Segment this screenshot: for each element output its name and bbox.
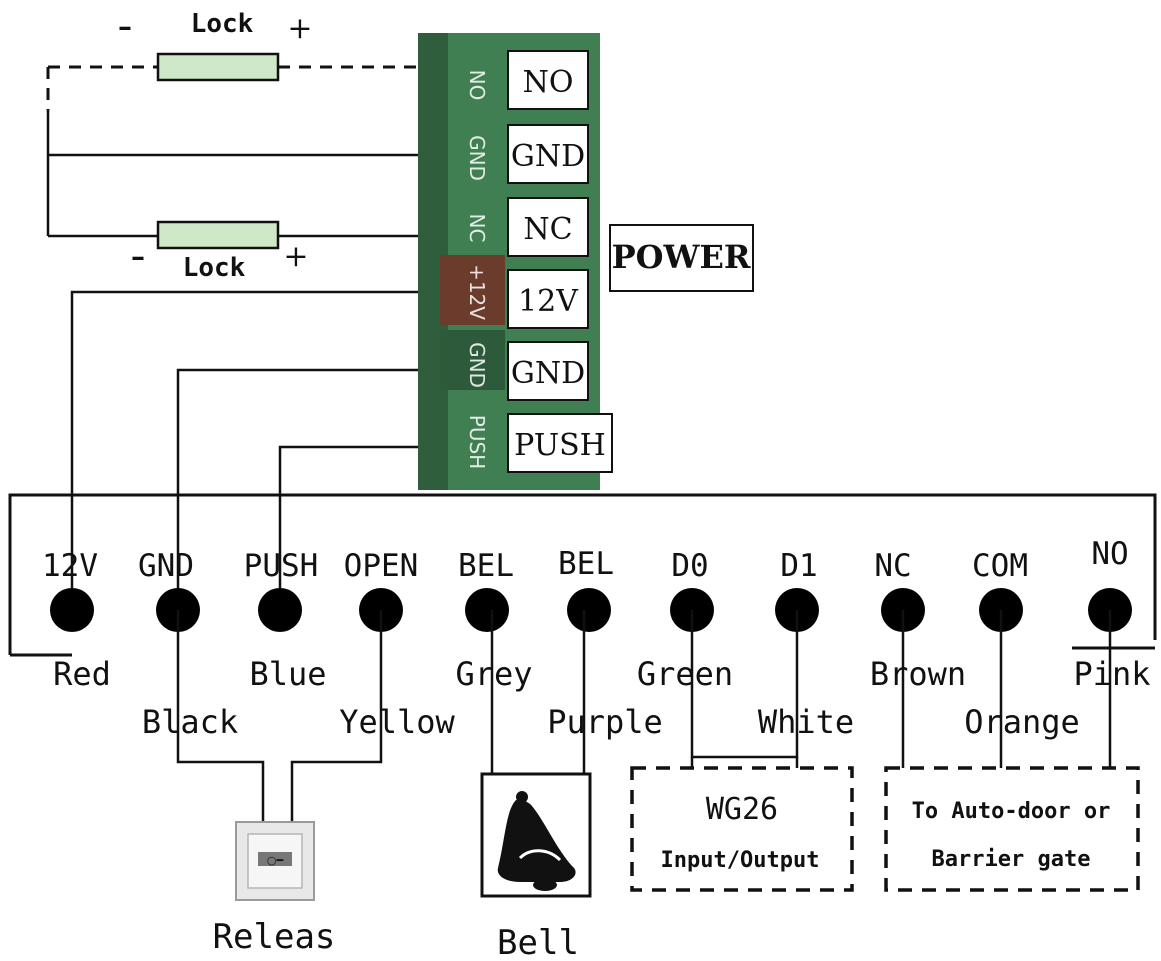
terminal-label-no: NO (507, 50, 589, 110)
silk-no: NO (465, 70, 489, 101)
wire-label-red: Red (53, 655, 111, 693)
lock-top-body (156, 52, 280, 82)
pin-push (258, 588, 302, 632)
lock-bottom: Lock – + (131, 220, 309, 283)
pin-label-push: PUSH (244, 548, 319, 584)
auto-door-box: To Auto-door or Barrier gate (884, 766, 1140, 892)
terminal-label-nc: NC (507, 197, 589, 257)
silk-nc: NC (465, 214, 489, 243)
lock-top-minus: – (118, 10, 132, 43)
pin-label-bel2: BEL (558, 546, 614, 582)
wg26-subtitle: Input/Output (661, 848, 820, 873)
pin-label-com: COM (972, 548, 1028, 584)
svg-text:GND: GND (511, 139, 585, 174)
wire-label-pink: Pink (1073, 655, 1150, 693)
lock-bottom-label: Lock (183, 253, 246, 283)
pin-label-bel1: BEL (458, 548, 514, 584)
wire-label-brown: Brown (870, 655, 966, 693)
silk-gnd2: GND (465, 342, 489, 388)
wire-color-labels: Red Black Blue Yellow Grey Purple Green … (53, 655, 1150, 741)
pin-bel1 (465, 588, 509, 632)
svg-text:GND: GND (511, 356, 585, 391)
lock-top-plus: + (287, 11, 312, 46)
wire-label-orange: Orange (964, 703, 1080, 741)
svg-text:NO: NO (523, 65, 574, 100)
wire-label-green: Green (637, 655, 733, 693)
terminal-label-gnd: GND (507, 124, 589, 184)
pin-label-d0: D0 (671, 548, 708, 584)
pin-label-12v: 12V (42, 548, 98, 584)
pin-label-no: NO (1091, 536, 1128, 572)
silk-12v: +12V (465, 264, 489, 320)
pin-label-open: OPEN (344, 548, 419, 584)
pin-bel2 (567, 588, 611, 632)
auto-door-line2: Barrier gate (932, 847, 1091, 872)
wg26-title: WG26 (706, 792, 778, 827)
wire-label-blue: Blue (249, 655, 326, 693)
lock-top: Lock – + (118, 9, 313, 82)
lock-bottom-plus: + (283, 239, 308, 274)
lock-top-label: Lock (191, 9, 254, 39)
terminal-label-12v: 12V (507, 269, 589, 329)
output-wires (176, 610, 1112, 822)
pin-12v (50, 588, 94, 632)
terminal-label-push: PUSH (507, 413, 613, 473)
pin-label-gnd: GND (138, 548, 194, 584)
wire-label-grey: Grey (455, 655, 532, 693)
pcb-silkscreen: NO GND NC +12V GND PUSH (465, 70, 489, 470)
svg-text:PUSH: PUSH (514, 428, 606, 463)
lock-bottom-minus: – (131, 240, 145, 273)
release-key-icon: ○━ (267, 854, 284, 867)
pcb-gnd-band (440, 330, 505, 390)
svg-text:12V: 12V (518, 284, 579, 319)
svg-text:POWER: POWER (612, 238, 751, 276)
bell-label: Bell (497, 923, 579, 961)
silk-gnd: GND (465, 135, 489, 181)
svg-text:NC: NC (523, 212, 572, 247)
lock-bottom-body (156, 220, 280, 250)
controller-pins: 12V GND PUSH OPEN BEL BEL D0 D1 NC COM N… (42, 536, 1132, 632)
terminal-board: NO GND NC +12V GND PUSH NO GND NC 12V GN… (418, 33, 613, 490)
wire-label-white: White (758, 703, 854, 741)
release-label: Releas (213, 917, 336, 957)
power-wires (70, 290, 418, 608)
pin-label-d1: D1 (780, 548, 817, 584)
wire-label-purple: Purple (547, 703, 663, 741)
wg26-box: WG26 Input/Output (630, 766, 854, 892)
release-button: ○━ Releas (213, 821, 336, 957)
bell-device: Bell (480, 772, 592, 961)
silk-push: PUSH (465, 415, 489, 469)
controller: 12V GND PUSH OPEN BEL BEL D0 D1 NC COM N… (8, 493, 1157, 657)
wire-label-yellow: Yellow (339, 703, 455, 741)
terminal-label-gnd2: GND (507, 341, 589, 401)
pin-label-nc: NC (874, 548, 911, 584)
release-inner (247, 833, 303, 889)
release-key (258, 852, 292, 866)
controller-outline (8, 493, 1157, 655)
wire-label-black: Black (142, 703, 238, 741)
auto-door-line1: To Auto-door or (912, 799, 1111, 824)
power-label: POWER (609, 224, 754, 292)
lock-wiring: Lock – + Lock – + (46, 9, 418, 283)
bell-icon (497, 791, 576, 891)
pcb-12v-band (440, 255, 505, 325)
